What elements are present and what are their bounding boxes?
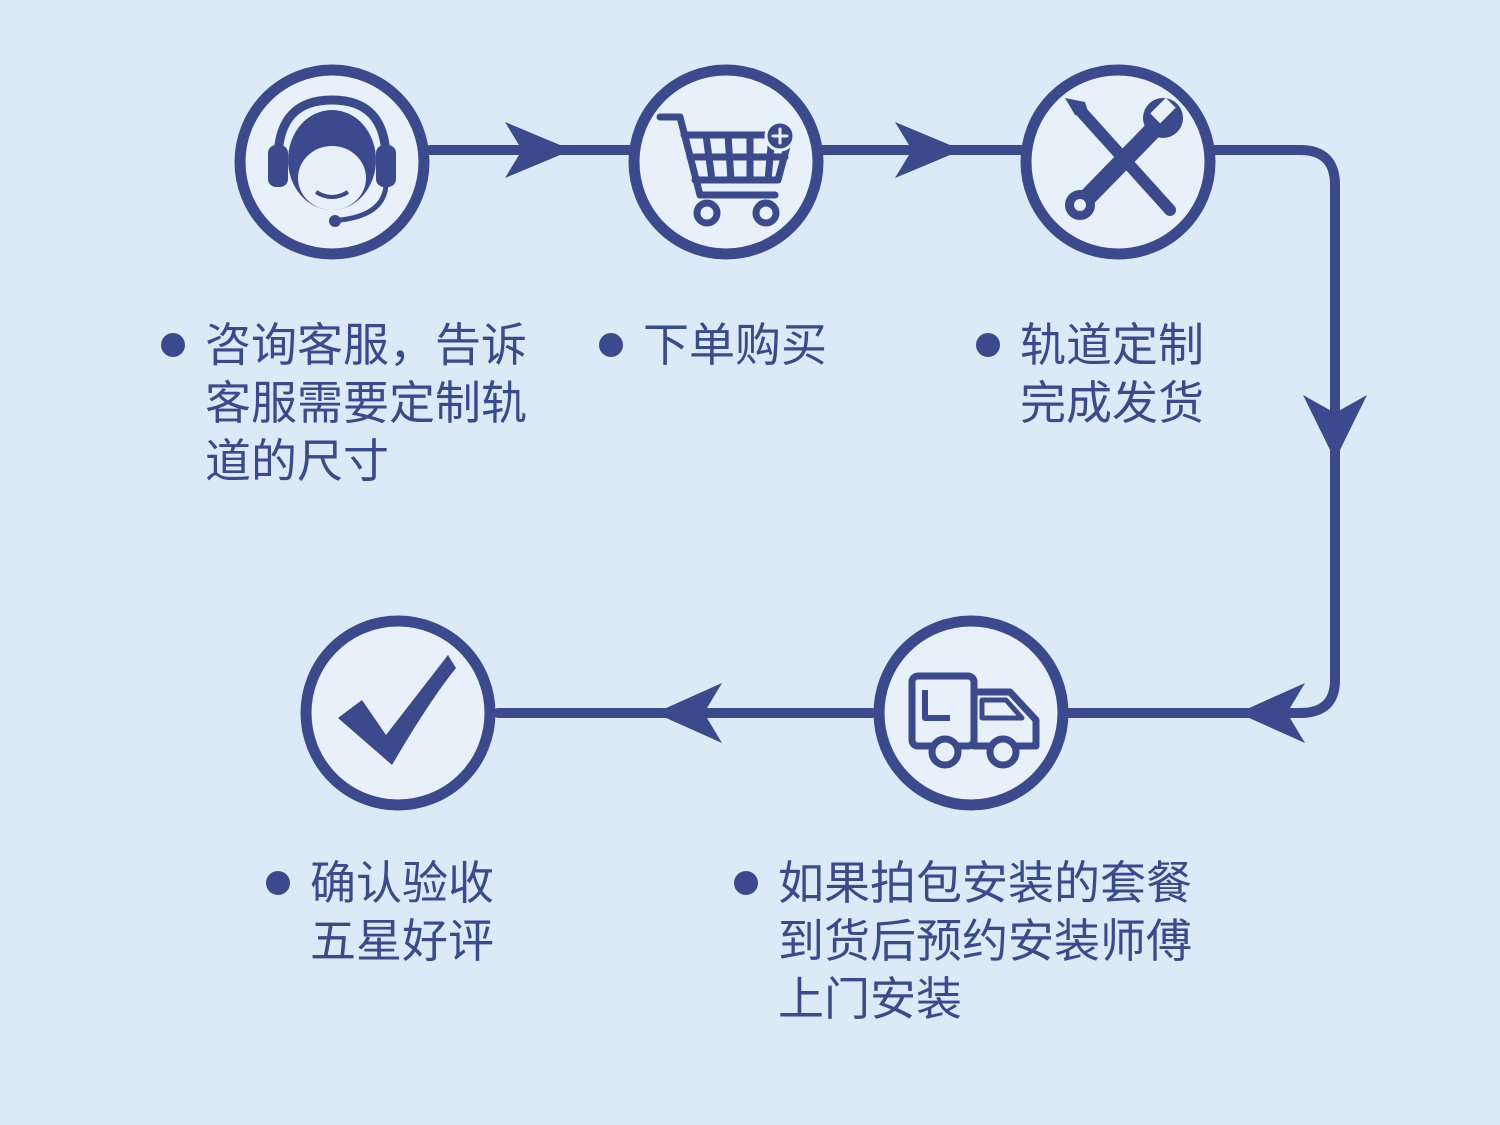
arrow-left-5 — [655, 683, 722, 743]
step-5-label: 确认验收 五星好评 — [266, 854, 494, 970]
arrowheads — [505, 122, 1367, 743]
bullet-dot — [266, 871, 290, 895]
bullet-dot — [599, 333, 623, 357]
arrow-down-3 — [1303, 395, 1367, 460]
step-circle-2 — [628, 64, 824, 260]
step-1-label: 咨询客服，告诉 客服需要定制轨 道的尺寸 — [161, 316, 527, 490]
delivery-truck-icon — [908, 672, 1040, 769]
step-1-line-2: 客服需要定制轨 — [205, 376, 527, 430]
step-circle-5 — [300, 615, 496, 811]
step-3-line-2: 完成发货 — [1020, 376, 1204, 430]
step-3-label: 轨道定制 完成发货 — [976, 316, 1204, 432]
step-4-line-3: 上门安装 — [778, 972, 962, 1026]
step-4-line-2: 到货后预约安装师傅 — [778, 914, 1192, 968]
step-1-line-1: 咨询客服，告诉 — [205, 318, 527, 372]
step-2-label: 下单购买 — [599, 316, 827, 374]
wrench-screwdriver-icon — [1065, 97, 1183, 220]
checkmark-icon — [338, 655, 456, 765]
step-2-line-1: 下单购买 — [643, 318, 827, 372]
arrow-right-2 — [895, 122, 962, 178]
bullet-dot — [734, 871, 758, 895]
shopping-cart-icon — [656, 113, 796, 227]
bullet-dot — [976, 333, 1000, 357]
headset-agent-icon — [268, 95, 396, 227]
step-5-line-1: 确认验收 — [310, 856, 494, 910]
step-4-line-1: 如果拍包安装的套餐 — [778, 856, 1192, 910]
arrow-left-4 — [1238, 683, 1305, 743]
step-1-line-3: 道的尺寸 — [205, 434, 389, 488]
arrow-right-1 — [505, 122, 572, 178]
bullet-dot — [161, 333, 185, 357]
step-3-line-1: 轨道定制 — [1020, 318, 1204, 372]
step-4-label: 如果拍包安装的套餐 到货后预约安装师傅 上门安装 — [734, 854, 1192, 1028]
step-5-line-2: 五星好评 — [310, 914, 494, 968]
